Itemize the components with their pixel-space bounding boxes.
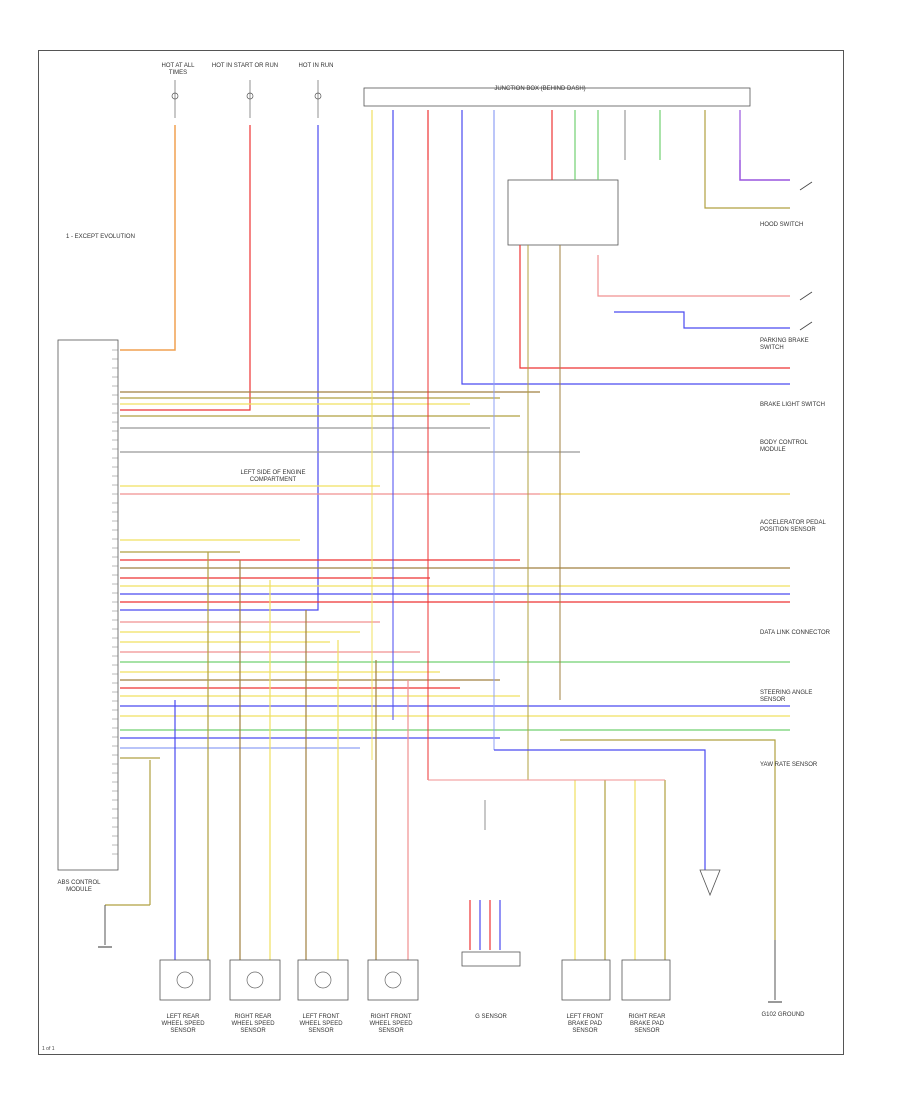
fuse-icon — [246, 92, 254, 100]
bottom-label-g-sensor: G SENSOR — [475, 1014, 507, 1020]
right-label-steering: STEERING ANGLE SENSOR — [760, 690, 813, 703]
wheel-speed-sensor-1 — [159, 959, 211, 1001]
mid-label: LEFT SIDE OF ENGINE COMPARTMENT — [240, 470, 306, 483]
wire-orange-power — [120, 125, 176, 351]
page-number: 1 of 1 — [42, 1046, 55, 1052]
relay-module — [507, 179, 619, 246]
abs-control-module — [57, 339, 119, 871]
wire-red-bcm — [519, 245, 790, 369]
diagram-frame — [38, 50, 844, 1055]
bottom-label-rr: RIGHT REAR WHEEL SPEED SENSOR — [231, 1014, 275, 1034]
right-label-brake-light: BRAKE LIGHT SWITCH — [760, 402, 825, 408]
yaw-sensor-symbol — [699, 869, 721, 897]
bottom-label-ground: G102 GROUND — [761, 1012, 805, 1018]
wire-olive — [704, 160, 790, 209]
wheel-speed-sensor-2 — [229, 959, 281, 1001]
fuse-label-3: HOT IN RUN — [298, 63, 334, 69]
bottom-label-lr: LEFT REAR WHEEL SPEED SENSOR — [161, 1014, 205, 1034]
right-label-hood: HOOD SWITCH — [760, 222, 804, 228]
module-label: ABS CONTROL MODULE — [57, 880, 101, 893]
wire-yaw — [494, 749, 706, 870]
right-label-dlc: DATA LINK CONNECTOR — [760, 630, 831, 636]
bottom-label-rf: RIGHT FRONT WHEEL SPEED SENSOR — [369, 1014, 413, 1034]
sensor-coil — [384, 971, 402, 989]
sensor-coil — [176, 971, 194, 989]
fuse-icon — [171, 92, 179, 100]
wire-purple — [739, 160, 790, 181]
wire-red-power — [120, 125, 251, 411]
g-sensor-connector — [461, 951, 521, 967]
junction-box-label: JUNCTION BOX (BEHIND DASH) — [494, 86, 586, 92]
brake-pad-sensor-rr — [621, 959, 671, 1001]
wire-blue-switch — [614, 311, 790, 329]
sensor-coil — [246, 971, 264, 989]
wire-blue-bcm — [461, 160, 790, 385]
wheel-speed-sensor-3 — [297, 959, 349, 1001]
bottom-label-lf: LEFT FRONT WHEEL SPEED SENSOR — [299, 1014, 343, 1034]
switch-contact-2 — [799, 291, 813, 301]
bottom-label-lf-pad: LEFT FRONT BRAKE PAD SENSOR — [566, 1014, 604, 1034]
wire-blue-power — [120, 125, 319, 611]
wire-pink — [597, 255, 790, 297]
junction-box — [363, 87, 751, 107]
right-label-accel: ACCELERATOR PEDAL POSITION SENSOR — [760, 520, 826, 533]
right-label-yaw: YAW RATE SENSOR — [760, 762, 818, 768]
right-label-parking-brake: PARKING BRAKE SWITCH — [760, 338, 809, 351]
switch-contact-3 — [799, 321, 813, 331]
bottom-label-rr-pad: RIGHT REAR BRAKE PAD SENSOR — [628, 1014, 666, 1034]
brake-pad-sensor-lf — [561, 959, 611, 1001]
sensor-coil — [314, 971, 332, 989]
note-left: 1 - EXCEPT EVOLUTION — [66, 234, 135, 240]
fuse-label-2: HOT IN START OR RUN — [211, 63, 279, 69]
fuse-label-1: HOT AT ALL TIMES — [161, 63, 195, 76]
wheel-speed-sensor-4 — [367, 959, 419, 1001]
right-label-bcm: BODY CONTROL MODULE — [760, 440, 808, 453]
switch-contact-1 — [799, 181, 813, 191]
fuse-icon — [314, 92, 322, 100]
wire-ground — [560, 739, 776, 940]
